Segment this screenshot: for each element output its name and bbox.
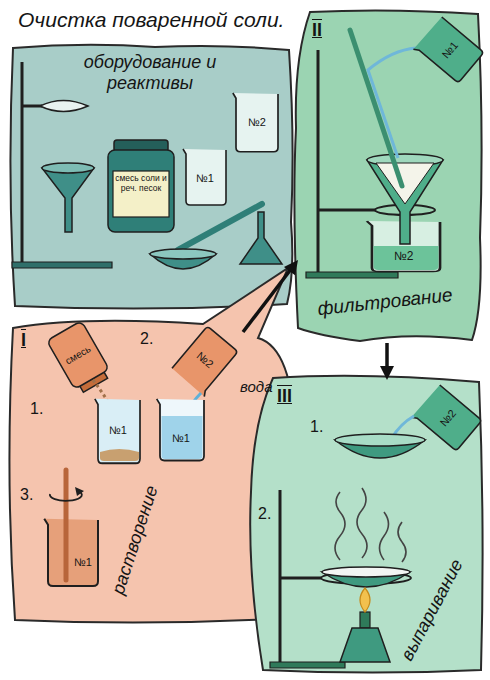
arrowhead [380,366,394,380]
salt-crust [322,567,410,577]
beaker-number: №1 [74,556,92,569]
ring-clamp [40,101,88,112]
step-numeral: III [277,386,292,407]
beaker [171,326,240,397]
liquid-stream [368,48,416,158]
step-numeral: I [21,330,26,351]
flow-arrow [243,260,298,332]
beaker-number: №1 [172,432,190,445]
step-number: 2. [140,330,153,348]
page-title: Очистка поваренной соли. [18,8,284,32]
steam [398,522,406,562]
liquid-name: вода [240,378,272,395]
filter-paper [376,163,434,204]
sand [100,449,139,461]
jar-body [47,321,110,389]
stand-rod [279,490,282,662]
panel-shape [10,45,292,309]
stand-base [306,272,398,278]
beaker [95,399,140,463]
steam [335,492,345,560]
jar-label-text: смесь соли и реч. песок [115,174,167,194]
beaker-number: №1 [196,172,214,185]
step-number: 2. [258,505,271,523]
small-funnel [240,212,282,264]
step-number: 1. [310,418,323,436]
jar [108,150,174,232]
arrow-line [243,270,291,332]
dish-rim [150,249,216,259]
stand-rod [21,62,24,262]
step-number: 1. [30,400,43,418]
clamp-arm [318,209,376,212]
stand-rod [317,50,320,272]
steam [357,488,367,558]
beaker [413,16,484,85]
stirring-rod [64,470,69,580]
flame [360,588,370,612]
funnel [367,160,443,244]
beaker [157,399,204,461]
funnel-rim [42,163,94,173]
clamp-arm [280,577,321,580]
filtrate [374,246,439,270]
beaker [44,519,98,586]
lamp-neck [360,612,370,628]
beaker-number: №2 [248,116,266,129]
beaker [233,93,278,152]
panel-heading: оборудование и реактивы [60,52,240,93]
stand-base [270,662,345,668]
step-number: 3. [20,486,33,504]
water [162,416,203,459]
arrowhead [284,260,298,275]
step-numeral: II [312,20,322,41]
mixture-jar [47,321,113,396]
arrow-line [385,343,389,368]
flow-arrow [380,343,394,380]
glass-rod [178,204,262,250]
beaker-number: №1 [109,424,127,437]
stand-base [12,262,112,268]
jar-label [113,171,169,217]
spirit-lamp [340,628,390,662]
stirring-arrowhead [75,487,84,496]
panel-shape [250,376,482,673]
dish-rim [335,434,425,446]
steam [380,512,389,560]
beaker [183,149,226,205]
beaker-number: №2 [394,250,414,264]
funnel [42,168,94,232]
